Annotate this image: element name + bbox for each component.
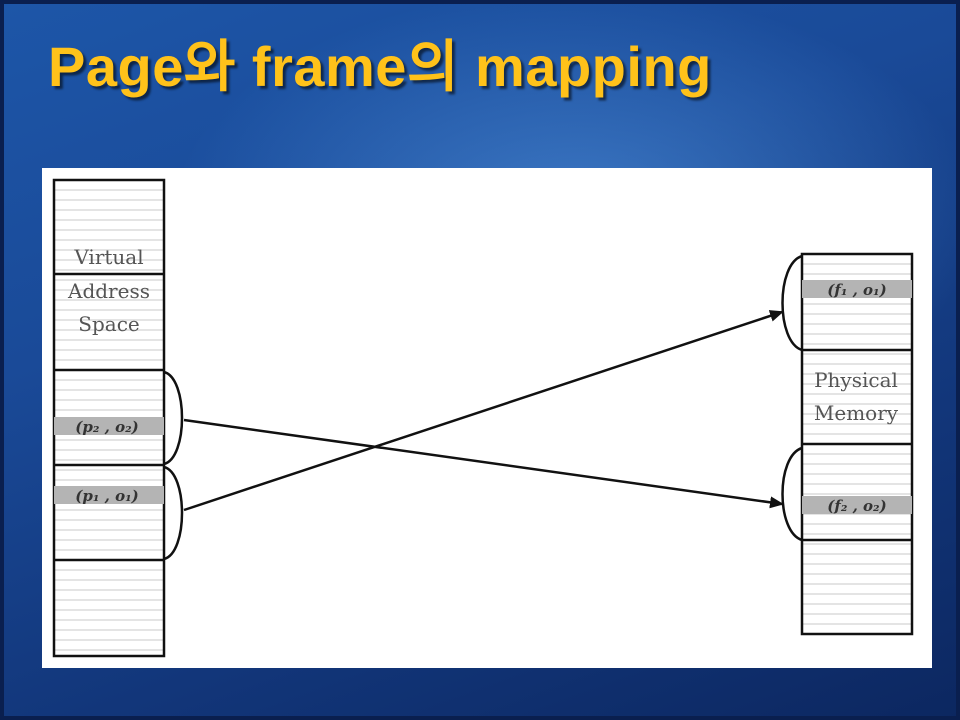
mapping-diagram-svg: Virtual Address Space (p₂ , o₂) (p₁ , o₁…: [52, 178, 914, 658]
physical-label-line-1: Physical: [814, 368, 898, 392]
physical-entry-f2: (f₂ , o₂): [827, 497, 886, 515]
virtual-entry-p1-highlight: [54, 486, 164, 504]
slide-title: Page와 frame의 mapping: [48, 35, 712, 98]
physical-label-line-2: Memory: [814, 401, 899, 425]
virtual-label-line-3: Space: [78, 312, 139, 336]
mapping-diagram: Virtual Address Space (p₂ , o₂) (p₁ , o₁…: [42, 168, 932, 668]
physical-entry-f2-highlight: [802, 496, 912, 514]
mapping-arrow-p2-to-f2: [183, 418, 784, 509]
physical-frame-bracket-f1: [781, 254, 803, 352]
virtual-entry-p2-highlight: [54, 417, 164, 435]
virtual-address-space: Virtual Address Space (p₂ , o₂) (p₁ , o₁…: [52, 178, 184, 658]
physical-entry-f1-highlight: [802, 280, 912, 298]
virtual-entry-p2: (p₂ , o₂): [75, 418, 139, 436]
virtual-page-bracket-p2: [163, 370, 184, 466]
virtual-label-line-2: Address: [67, 279, 150, 303]
mapping-arrow-p1-to-f1: [183, 310, 784, 512]
physical-memory: Physical Memory (f₁ , o₁) (f₂ , o₂): [781, 252, 914, 636]
virtual-label-line-1: Virtual: [73, 245, 143, 269]
virtual-entry-p1: (p₁ , o₁): [75, 487, 139, 505]
virtual-page-bracket-p1: [163, 465, 184, 561]
physical-entry-f1: (f₁ , o₁): [827, 281, 886, 299]
physical-frame-bracket-f2: [781, 446, 803, 542]
